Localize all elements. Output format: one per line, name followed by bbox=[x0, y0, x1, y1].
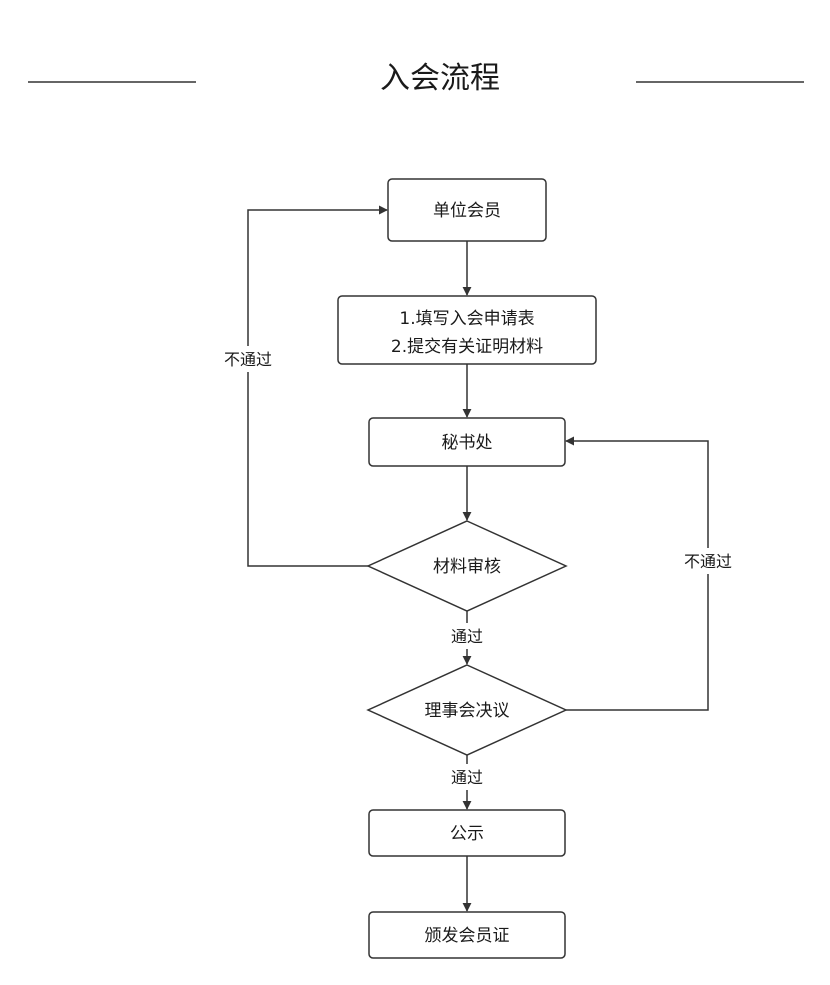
node-apply-line2: 2.提交有关证明材料 bbox=[391, 337, 543, 357]
arrow-board-fail-loop bbox=[565, 436, 709, 711]
edge-label-bg bbox=[437, 764, 497, 790]
edge-label-board-pass: 通过 bbox=[451, 768, 483, 787]
edge-label-bg bbox=[672, 548, 744, 574]
node-certificate-label: 颁发会员证 bbox=[425, 926, 510, 946]
edge-label-review-pass: 通过 bbox=[451, 627, 483, 646]
edge-label-bg bbox=[212, 346, 284, 372]
node-member-label: 单位会员 bbox=[433, 201, 501, 221]
page-title: 入会流程 bbox=[380, 61, 500, 96]
node-publicity-label: 公示 bbox=[450, 824, 484, 844]
edge-label-bg bbox=[437, 623, 497, 649]
node-certificate bbox=[368, 911, 566, 959]
decision-board-label: 理事会决议 bbox=[425, 701, 510, 721]
edge-label-review-fail: 不通过 bbox=[224, 350, 272, 369]
decision-review-label: 材料审核 bbox=[433, 557, 501, 577]
edge-label-board-fail: 不通过 bbox=[684, 552, 732, 571]
node-apply-line1: 1.填写入会申请表 bbox=[399, 309, 534, 329]
arrow-review-fail-loop bbox=[247, 205, 388, 567]
node-secretariat-label: 秘书处 bbox=[442, 433, 493, 453]
